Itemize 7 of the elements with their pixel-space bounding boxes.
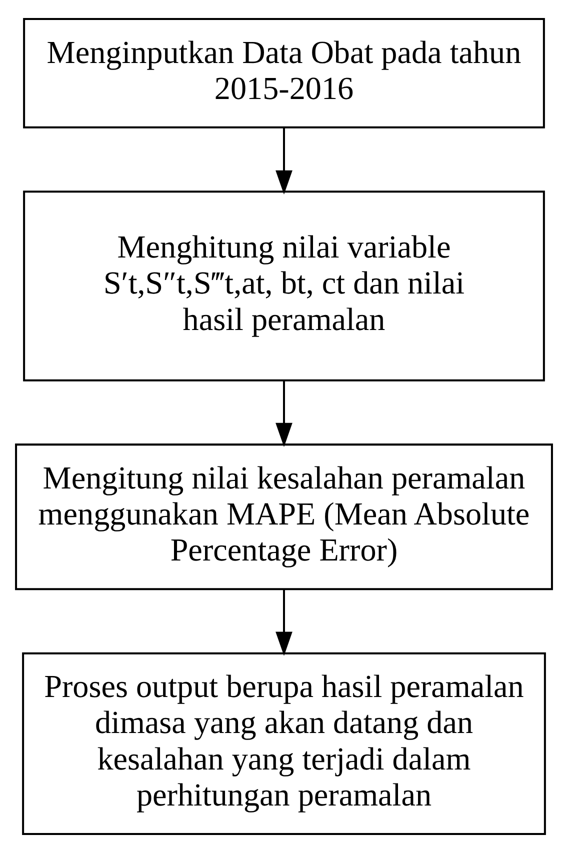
- arrow: [276, 380, 292, 446]
- arrow: [276, 588, 292, 656]
- node-box: Menghitung nilai variable S′t,S″t,S‴t,at, bt, ct dan nilai hasil peramalan: [23, 190, 545, 381]
- node-box: Proses output berupa hasil peramalan dimasa yang akan datang dan kesalahan yang terjadi dalam perhitungan peramalan: [22, 652, 546, 834]
- arrow: [276, 127, 292, 194]
- node-box: Menginputkan Data Obat pada tahun 2015-2016: [23, 18, 545, 128]
- node-box: Mengitung nilai kesalahan peramalan menggunakan MAPE (Mean Absolute Percentage Error): [15, 443, 553, 590]
